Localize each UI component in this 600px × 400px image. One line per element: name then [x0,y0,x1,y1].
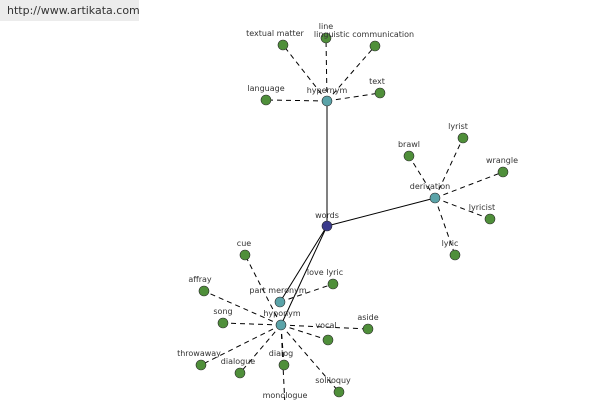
leaf-node-brawl[interactable] [403,150,415,162]
leaf-node-throwaway[interactable] [195,359,207,371]
relation-label-partmeronym: part meronym [249,286,306,295]
leaf-node-text[interactable] [374,87,386,99]
edge-derivation-brawl [408,155,436,199]
relation-node-partmeronym[interactable] [274,296,286,308]
leaf-label-dialog: dialog [269,349,293,358]
leaf-label-dialogue: dialogue [221,357,255,366]
leaf-label-language: language [247,84,284,93]
leaf-label-wrangle: wrangle [486,156,518,165]
edge-hyponym-soliloquy [280,324,340,393]
leaf-label-text: text [369,77,385,86]
leaf-node-line[interactable] [320,32,332,44]
leaf-label-soliloquy: soliloquy [315,376,351,385]
url-watermark: http://www.artikata.com [0,0,140,21]
leaf-node-dialogue[interactable] [234,367,246,379]
edge-partmeronym-love-lyric [279,283,334,303]
leaf-node-lyrist[interactable] [457,132,469,144]
edge-derivation-lyricist [434,197,491,220]
center-label-words: words [315,211,339,220]
leaf-label-lyrist: lyrist [448,122,468,131]
leaf-node-textual-matter[interactable] [277,39,289,51]
edge-hyponym-dialogue [239,324,282,374]
leaf-node-vocal[interactable] [322,334,334,346]
relation-label-derivation: derivation [410,182,450,191]
leaf-node-love-lyric[interactable] [327,278,339,290]
leaf-node-soliloquy[interactable] [333,386,345,398]
leaf-node-cue[interactable] [239,249,251,261]
leaf-node-linguistic-communication[interactable] [369,40,381,52]
relation-node-hypernym[interactable] [321,95,333,107]
edge-hyponym-dialog [280,324,285,366]
leaf-label-monologue: monologue [263,391,308,400]
leaf-node-aside[interactable] [362,323,374,335]
leaf-node-language[interactable] [260,94,272,106]
edge-derivation-wrangle [434,171,504,199]
edge-words-hyponym [280,225,328,326]
edge-words-derivation [326,197,436,227]
leaf-label-vocal: vocal [315,321,336,330]
leaf-label-line: line [319,22,334,31]
edge-hyponym-throwaway [200,324,282,366]
leaf-label-song: song [213,307,232,316]
edge-hypernym-textual-matter [282,44,328,102]
edge-hypernym-language [265,99,328,102]
leaf-node-dialog[interactable] [278,359,290,371]
leaf-label-textual-matter: textual matter [246,29,304,38]
leaf-label-love-lyric: love lyric [307,268,343,277]
graph-nodes [195,32,509,398]
leaf-node-song[interactable] [217,317,229,329]
edge-words-partmeronym [279,225,328,303]
edge-hypernym-line [325,37,328,102]
edge-hypernym-linguistic-communication [326,45,376,102]
edge-derivation-lyric [434,197,456,256]
edge-derivation-lyrist [434,137,464,199]
edge-hyponym-aside [280,324,369,330]
leaf-label-cue: cue [237,239,251,248]
url-watermark-text: http://www.artikata.com [7,4,140,17]
leaf-node-lyric[interactable] [449,249,461,261]
leaf-label-affray: affray [188,275,212,284]
leaf-label-brawl: brawl [398,140,420,149]
relation-label-hypernym: hypernym [307,86,348,95]
center-node-words[interactable] [321,220,333,232]
leaf-label-lyricist: lyricist [469,203,495,212]
relation-node-derivation[interactable] [429,192,441,204]
leaf-node-lyricist[interactable] [484,213,496,225]
leaf-label-throwaway: throwaway [177,349,221,358]
leaf-node-affray[interactable] [198,285,210,297]
edge-hyponym-cue [244,254,282,326]
leaf-node-wrangle[interactable] [497,166,509,178]
leaf-label-lyric: lyric [442,239,459,248]
graph-edges [200,37,504,400]
edge-hyponym-song [222,322,282,326]
relation-node-hyponym[interactable] [275,319,287,331]
leaf-label-aside: aside [357,313,378,322]
leaf-label-linguistic-communication: linguistic communication [314,30,414,39]
relation-label-hyponym: hyponym [263,309,301,318]
